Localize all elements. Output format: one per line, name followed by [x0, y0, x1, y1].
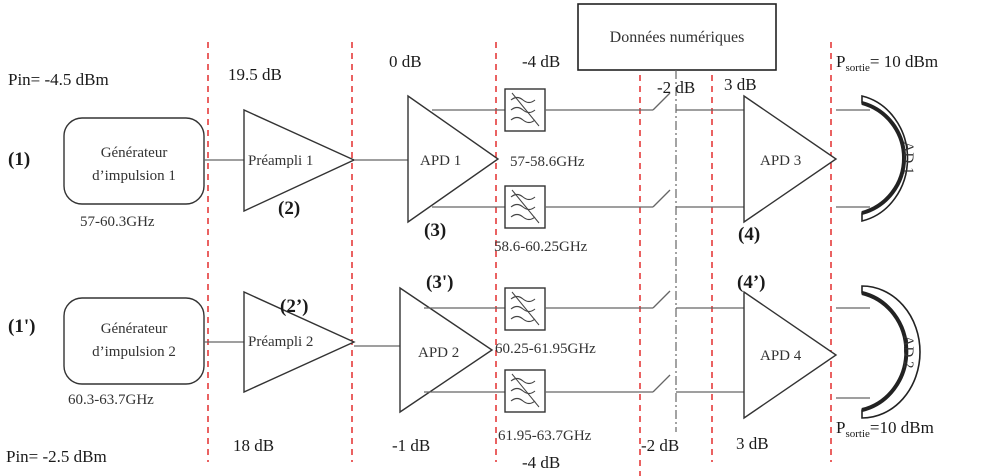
preamp-2-triangle: [243, 290, 356, 394]
gain-apd-3: 3 dB: [724, 75, 757, 94]
loss-filter-top: -4 dB: [522, 52, 560, 71]
loss-filter-bottom: -4 dB: [522, 453, 560, 472]
stage-separators: [207, 42, 832, 476]
switch-4: [652, 374, 671, 393]
switch-2: [652, 189, 671, 208]
antenna-1-shade: [861, 101, 907, 215]
apd-2-label: APD 2: [418, 345, 459, 361]
antenna-2-shade: [861, 291, 909, 412]
point-3: (3): [424, 220, 446, 241]
pulse-generator-1: [63, 117, 205, 205]
loss-switch-top: -2 dB: [657, 78, 695, 97]
point-1: (1): [8, 149, 30, 170]
preamp-1-label: Préampli 1: [248, 153, 313, 169]
filter-4-band: 61.95-63.7GHz: [498, 428, 592, 444]
digital-data-box: [577, 3, 777, 71]
chain-2: Générateur d’impulsion 2 60.3-63.7GHz Pr…: [63, 285, 921, 444]
apd-3-label: APD 3: [760, 153, 801, 169]
digital-data-label: Données numériques: [610, 29, 745, 46]
point-3-prime: (3'): [426, 272, 453, 293]
point-1-prime: (1'): [8, 316, 35, 337]
digital-data-block: Données numériques: [577, 3, 777, 432]
bandpass-filter-icon: [504, 185, 546, 229]
point-2: (2): [278, 198, 300, 219]
apd-4-label: APD 4: [760, 348, 802, 364]
bandpass-filter-icon: [504, 369, 546, 413]
switch-3: [652, 290, 671, 309]
apd-2-triangle: [399, 286, 494, 414]
chain-1: Générateur d’impulsion 1 57-60.3GHz Préa…: [63, 88, 916, 255]
gen1-band: 57-60.3GHz: [80, 214, 155, 230]
apd-1-label: APD 1: [420, 153, 461, 169]
filter-1-band: 57-58.6GHz: [510, 154, 585, 170]
p-out-1: Psortie= 10 dBm: [836, 52, 938, 74]
point-4: (4): [738, 224, 760, 245]
gen1-line2: d’impulsion 1: [92, 168, 176, 184]
antenna-1-label: AD 1: [900, 142, 916, 175]
pin-2: Pin= -2.5 dBm: [6, 447, 107, 466]
apd-3-triangle: [743, 94, 838, 224]
gen2-line2: d’impulsion 2: [92, 344, 176, 360]
apd-4-triangle: [743, 290, 838, 420]
point-2-prime: (2’): [280, 296, 308, 317]
gen2-band: 60.3-63.7GHz: [68, 392, 154, 408]
gain-apd-1: 0 dB: [389, 52, 422, 71]
switch-1: [652, 92, 671, 111]
preamp-2-label: Préampli 2: [248, 334, 313, 350]
level-labels: Pin= -4.5 dBm Pin= -2.5 dBm 19.5 dB 18 d…: [6, 52, 938, 472]
filter-3-band: 60.25-61.95GHz: [495, 341, 596, 357]
point-4-prime: (4’): [737, 272, 765, 293]
bandpass-filter-icon: [504, 287, 546, 331]
apd-1-triangle: [407, 94, 500, 224]
gain-apd-2: -1 dB: [392, 436, 430, 455]
pulse-generator-2: [63, 297, 205, 385]
filter-2-band: 58.6-60.25GHz: [494, 239, 588, 255]
gain-preamp-1: 19.5 dB: [228, 65, 282, 84]
gen1-line1: Générateur: [101, 145, 168, 161]
preamp-1-triangle: [243, 108, 356, 213]
antenna-2-label: AD 2: [900, 336, 916, 369]
gain-apd-4: 3 dB: [736, 434, 769, 453]
pin-1: Pin= -4.5 dBm: [8, 70, 109, 89]
p-out-2: Psortie=10 dBm: [836, 418, 934, 440]
gen2-line1: Générateur: [101, 321, 168, 337]
loss-switch-bottom: -2 dB: [641, 436, 679, 455]
bandpass-filter-icon: [504, 88, 546, 132]
measurement-points: (1) (2) (3) (4) (1') (2’) (3') (4’): [8, 149, 765, 337]
gain-preamp-2: 18 dB: [233, 436, 274, 455]
